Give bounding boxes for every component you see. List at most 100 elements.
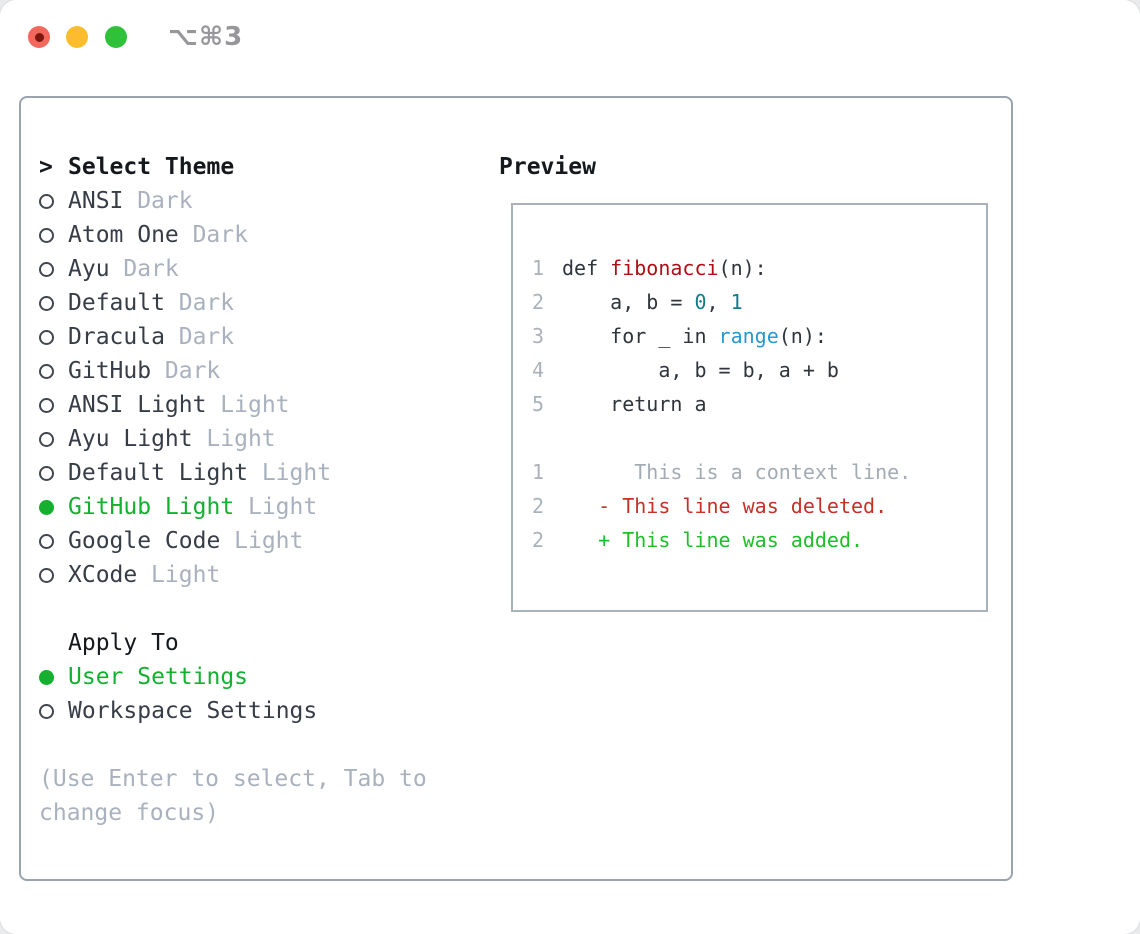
radio-icon: [39, 261, 54, 277]
code-segment-func: fibonacci: [610, 256, 719, 280]
radio-cell: [39, 295, 68, 311]
option-variant-label: Dark: [192, 222, 248, 248]
option-variant-label: Dark: [123, 256, 179, 282]
line-number: 3: [532, 324, 545, 348]
code-segment-lit: 1: [730, 290, 743, 314]
theme-option[interactable]: Default Dark: [39, 286, 459, 320]
radio-icon: [39, 431, 54, 447]
option-variant-label: Light: [261, 460, 332, 486]
radio-cell: [39, 669, 68, 685]
theme-option[interactable]: Ayu Light Light: [39, 422, 459, 456]
select-theme-heading: Select Theme: [68, 154, 235, 180]
code-segment-code: (n):: [778, 324, 827, 348]
option-label: ANSI Light: [68, 392, 207, 418]
option-variant-label: Dark: [164, 358, 221, 384]
radio-icon: [39, 465, 54, 481]
code-line: 2 a, b = 0, 1: [532, 285, 986, 319]
code-segment-code: (n):: [718, 256, 767, 280]
prompt-marker: >: [39, 154, 53, 180]
option-variant-label: Dark: [178, 290, 235, 316]
radio-cell: [39, 397, 68, 413]
option-label: Google Code: [68, 528, 221, 554]
option-variant-label: Dark: [178, 324, 235, 350]
option-variant-label: Light: [247, 494, 318, 520]
zoom-button[interactable]: [105, 26, 127, 48]
radio-cell: [39, 431, 68, 447]
radio-cell: [39, 499, 68, 515]
select-theme-heading-row: > Select Theme: [39, 150, 459, 184]
theme-option[interactable]: GitHub Light Light: [39, 490, 459, 524]
radio-cell: [39, 465, 68, 481]
code-segment-code: a, b = b, a + b: [562, 358, 839, 382]
theme-option[interactable]: Default Light Light: [39, 456, 459, 490]
radio-cell: [39, 329, 68, 345]
code-segment-added: + This line was added.: [562, 528, 864, 552]
close-button[interactable]: [28, 26, 50, 48]
radio-cell: [39, 227, 68, 243]
option-label: GitHub Light: [68, 494, 235, 520]
code-line: 2 + This line was added.: [532, 523, 986, 557]
option-label: Default Light: [68, 460, 249, 486]
apply-to-option[interactable]: User Settings: [39, 660, 459, 694]
option-variant-label: Light: [206, 426, 276, 452]
code-line: 1 This is a context line.: [532, 455, 986, 489]
radio-cell: [39, 261, 68, 277]
code-segment-code: def: [562, 256, 611, 280]
radio-icon: [39, 193, 54, 209]
apply-to-option[interactable]: Workspace Settings: [39, 694, 459, 728]
theme-option[interactable]: GitHub Dark: [39, 354, 459, 388]
radio-icon: [39, 363, 54, 379]
code-line: 3 for _ in range(n):: [532, 319, 986, 353]
code-line: 4 a, b = b, a + b: [532, 353, 986, 387]
radio-icon: [39, 533, 54, 549]
radio-icon: [39, 227, 54, 243]
option-label: GitHub: [68, 358, 152, 384]
line-number: 2: [532, 290, 545, 314]
radio-icon: [39, 703, 54, 719]
option-label: Atom One: [68, 222, 179, 248]
theme-option[interactable]: Atom One Dark: [39, 218, 459, 252]
radio-icon: [39, 329, 54, 345]
line-number: 5: [532, 392, 545, 416]
theme-option[interactable]: ANSI Light Light: [39, 388, 459, 422]
option-variant-label: Dark: [137, 188, 193, 214]
code-segment-builtin: range: [718, 324, 779, 348]
line-number: 2: [532, 528, 545, 552]
option-label: Workspace Settings: [68, 698, 318, 724]
code-segment-code: for _ in: [562, 324, 719, 348]
radio-icon: [39, 567, 54, 583]
radio-cell: [39, 703, 68, 719]
code-line: 1 def fibonacci(n):: [532, 251, 986, 285]
apply-to-heading: Apply To: [68, 630, 179, 656]
window-title: ⌥⌘3: [168, 22, 244, 52]
line-number: 1: [532, 256, 545, 280]
minimize-button[interactable]: [66, 26, 88, 48]
option-label: Ayu Light: [68, 426, 193, 452]
option-label: XCode: [68, 562, 138, 588]
code-segment-context: This is a context line.: [562, 460, 912, 484]
line-number: 2: [532, 494, 545, 518]
code-segment-deleted: - This line was deleted.: [562, 494, 888, 518]
line-number: 4: [532, 358, 545, 382]
radio-cell: [39, 193, 68, 209]
option-label: Default: [68, 290, 165, 316]
radio-icon: [39, 295, 54, 311]
preview-heading: Preview: [499, 154, 596, 180]
radio-selected-icon: [39, 669, 54, 685]
close-dot-icon: [34, 32, 44, 42]
code-line: 5 return a: [532, 387, 986, 421]
option-variant-label: Light: [220, 392, 290, 418]
keyboard-hint: (Use Enter to select, Tab to change focu…: [39, 766, 427, 826]
code-segment-lit: 0: [694, 290, 707, 314]
